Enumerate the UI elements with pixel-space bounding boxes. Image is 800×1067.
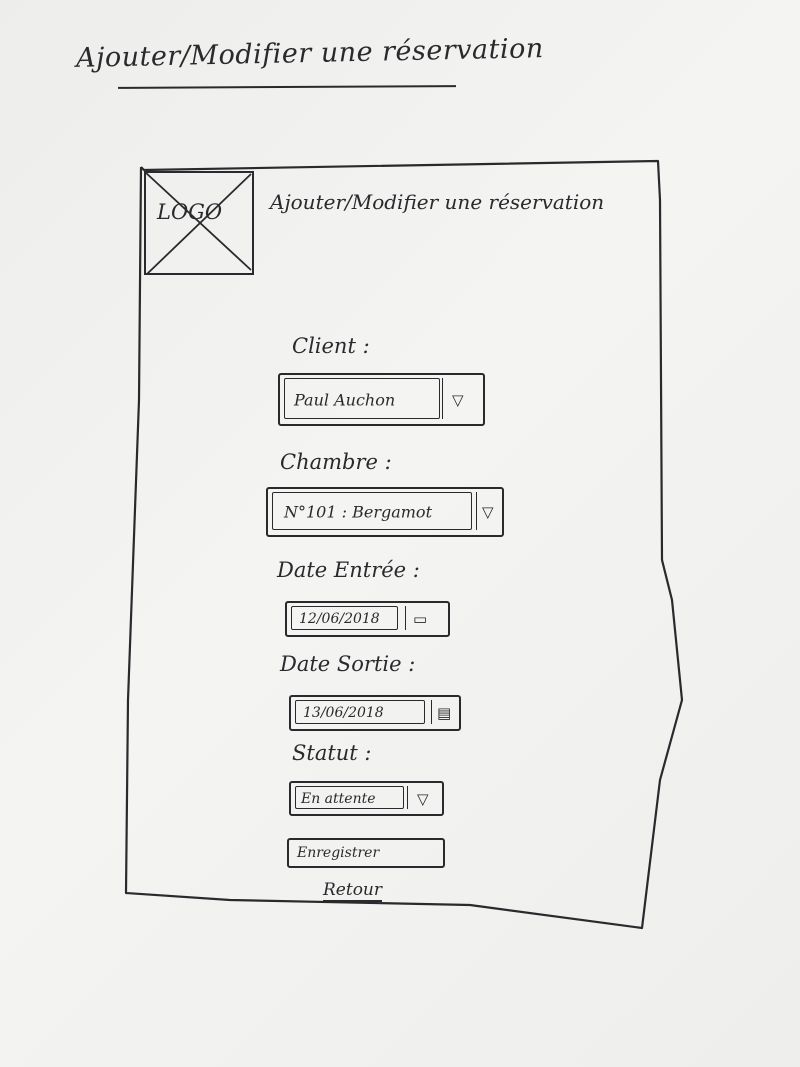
chambre-label: Chambre : bbox=[280, 450, 392, 474]
date-entree-label: Date Entrée : bbox=[277, 558, 420, 582]
sheet-title-underline bbox=[117, 85, 457, 89]
statut-label: Statut : bbox=[292, 741, 372, 765]
sheet-title: Ajouter/Modifier une réservation bbox=[75, 33, 544, 74]
app-title: Ajouter/Modifier une réservation bbox=[270, 190, 605, 214]
calendar-icon[interactable]: ▤ bbox=[437, 704, 452, 722]
chevron-down-icon[interactable]: ▽ bbox=[452, 390, 464, 409]
statut-select[interactable]: En attente ▽ bbox=[289, 781, 444, 816]
calendar-icon[interactable]: ▭ bbox=[413, 610, 428, 628]
date-sortie-value: 13/06/2018 bbox=[303, 705, 384, 721]
statut-value: En attente bbox=[301, 790, 376, 807]
date-entree-field[interactable]: 12/06/2018 ▭ bbox=[285, 601, 450, 637]
chambre-select[interactable]: N°101 : Bergamot ▽ bbox=[266, 487, 504, 537]
logo-text: LOGO bbox=[157, 200, 223, 224]
date-sortie-field[interactable]: 13/06/2018 ▤ bbox=[289, 695, 461, 731]
chevron-down-icon[interactable]: ▽ bbox=[482, 503, 494, 521]
chambre-value: N°101 : Bergamot bbox=[284, 502, 432, 522]
date-sortie-label: Date Sortie : bbox=[280, 652, 416, 676]
client-select[interactable]: Paul Auchon ▽ bbox=[278, 373, 485, 426]
date-entree-value: 12/06/2018 bbox=[299, 611, 380, 627]
save-button[interactable]: Enregistrer bbox=[287, 838, 445, 868]
logo-placeholder-icon bbox=[144, 171, 254, 275]
client-label: Client : bbox=[292, 334, 370, 358]
client-value: Paul Auchon bbox=[294, 390, 396, 409]
save-button-label: Enregistrer bbox=[297, 845, 380, 861]
back-link[interactable]: Retour bbox=[323, 880, 383, 902]
chevron-down-icon[interactable]: ▽ bbox=[417, 789, 429, 808]
